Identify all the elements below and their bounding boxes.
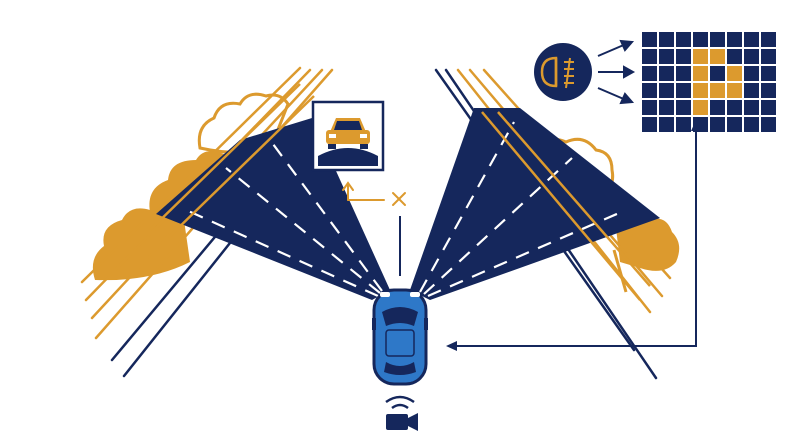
matrix-cell: [761, 66, 776, 81]
camera-icon: [385, 395, 418, 431]
vehicle-top-view: [372, 288, 428, 386]
matrix-cell: [659, 100, 674, 115]
feedback-arrow: [452, 126, 697, 347]
detection-view-cone: [318, 148, 378, 166]
x-mark-icon: [392, 192, 406, 206]
matrix-cell: [744, 66, 759, 81]
right-headlight-beam: [410, 108, 660, 301]
matrix-cell: [642, 100, 657, 115]
matrix-cell: [710, 117, 725, 132]
detection-box: [311, 100, 385, 172]
matrix-cell: [710, 100, 725, 115]
matrix-cell: [744, 117, 759, 132]
matrix-cell: [710, 32, 725, 47]
matrix-cell: [727, 49, 742, 64]
matrix-cell: [761, 32, 776, 47]
headlight-icon: [534, 43, 592, 101]
control-arrows: [597, 39, 636, 105]
corner-arrow-icon: [342, 181, 385, 201]
matrix-cell: [659, 32, 674, 47]
matrix-cell: [676, 32, 691, 47]
matrix-cell: [710, 49, 725, 64]
matrix-cell: [676, 83, 691, 98]
matrix-cell: [676, 100, 691, 115]
matrix-cell: [676, 49, 691, 64]
matrix-cell: [659, 66, 674, 81]
right-bush-drip: [612, 249, 628, 293]
matrix-cell: [761, 49, 776, 64]
matrix-cell: [693, 32, 708, 47]
matrix-cell: [744, 49, 759, 64]
matrix-cell: [727, 117, 742, 132]
matrix-cell: [693, 49, 708, 64]
matrix-cell: [710, 83, 725, 98]
right-bush-lower: [616, 217, 680, 271]
matrix-cell: [744, 100, 759, 115]
matrix-cell: [642, 32, 657, 47]
matrix-cell: [727, 66, 742, 81]
matrix-cell: [761, 83, 776, 98]
matrix-cell: [676, 117, 691, 132]
matrix-cell: [642, 117, 657, 132]
matrix-cell: [744, 32, 759, 47]
matrix-cell: [693, 117, 708, 132]
matrix-cell: [727, 83, 742, 98]
matrix-cell: [727, 32, 742, 47]
matrix-cell: [727, 100, 742, 115]
matrix-cell: [659, 49, 674, 64]
matrix-cell: [642, 49, 657, 64]
matrix-cell: [693, 100, 708, 115]
matrix-cell: [659, 117, 674, 132]
matrix-cell: [761, 117, 776, 132]
led-matrix-grid: [642, 32, 776, 132]
matrix-cell: [642, 83, 657, 98]
matrix-cell: [744, 83, 759, 98]
feedback-arrowhead-left: [446, 341, 457, 351]
matrix-cell: [693, 83, 708, 98]
matrix-cell: [693, 66, 708, 81]
matrix-cell: [761, 100, 776, 115]
matrix-cell: [676, 66, 691, 81]
matrix-cell: [642, 66, 657, 81]
matrix-cell: [710, 66, 725, 81]
car-icon: [326, 118, 370, 149]
matrix-cell: [659, 83, 674, 98]
